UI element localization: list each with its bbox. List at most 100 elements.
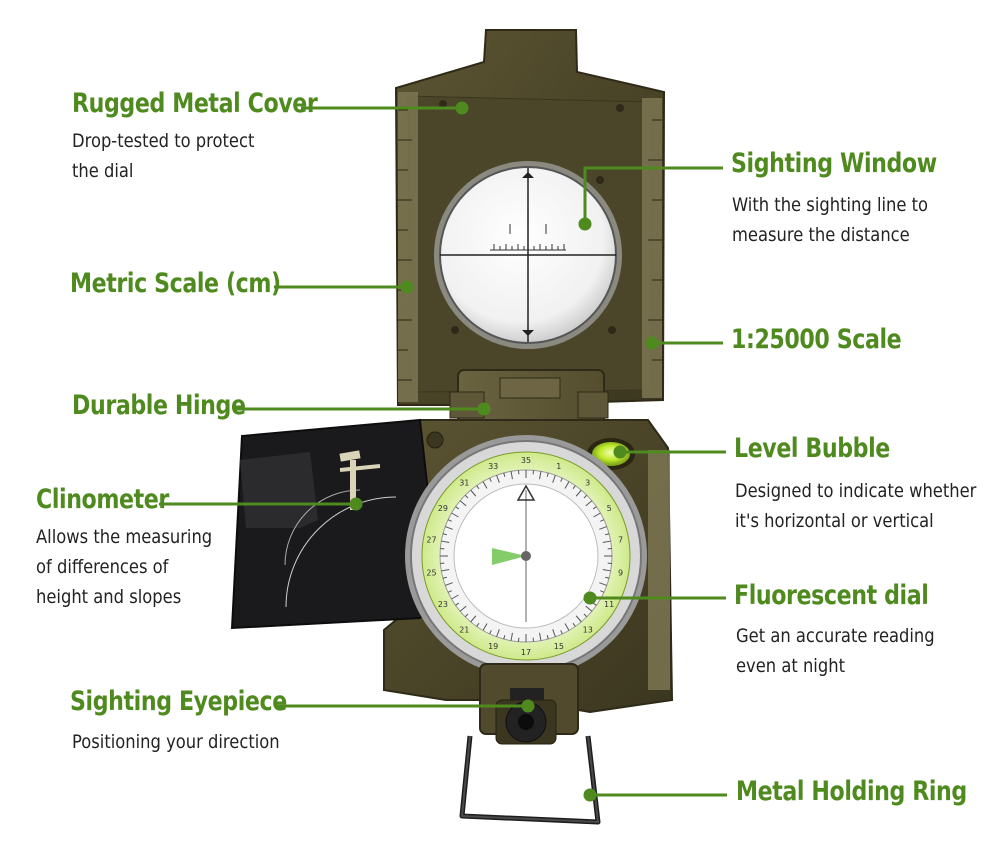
dial-tick [552,475,556,483]
sighting-window-desc-1: With the sighting line to [732,194,929,216]
dial-number: 25 [426,569,436,578]
dial-number: 19 [488,642,498,651]
dial-tick [459,500,467,507]
dial-number: 17 [521,648,531,657]
dial-tick [552,629,556,637]
dial-number: 5 [607,504,612,513]
dial-tick [583,613,588,618]
level-bubble-desc-2: it's horizontal or vertical [735,510,934,532]
clinometer-desc-2: of differences of [36,556,169,578]
dial-tick [455,602,460,606]
dial-tick [445,526,453,530]
dial-tick [451,594,459,600]
clinometer [230,418,442,630]
dial-number: 7 [618,535,623,544]
dial-tick [482,481,488,489]
dial-number: 29 [438,504,448,513]
sighting-eyepiece-title: Sighting Eyepiece [70,686,287,717]
dial-tick [599,526,607,530]
dial-tick [503,472,506,477]
clinometer-desc-1: Allows the measuring [36,526,213,548]
fluorescent-dial-desc-1: Get an accurate reading [736,625,935,647]
metric-scale-title: Metric Scale (cm) [70,268,281,299]
clinometer-desc-3: height and slopes [36,586,182,608]
dial-tick [447,519,452,522]
dial-tick [447,590,452,593]
scale-25000-title: 1:25000 Scale [731,324,902,355]
dial-tick [539,632,542,641]
rugged-cover-desc-2: the dial [72,160,134,182]
sighting-window [434,161,622,349]
level-bubble-desc-1: Designed to indicate whether [735,480,977,502]
dial-number: 1 [556,462,561,471]
dial-tick [564,481,570,489]
dial-tick [496,475,500,483]
dial-tick [575,615,582,623]
dial-tick [489,477,492,482]
dial-tick [599,582,607,586]
level-bubble-title: Level Bubble [734,433,890,464]
dial-number: 15 [554,642,564,651]
dial-tick [441,569,450,572]
fluorescent-dial-desc-2: even at night [736,655,845,677]
dial-tick [592,602,597,606]
dial-tick [470,615,477,623]
dial-tick [464,613,469,618]
fluorescent-dial-title: Fluorescent dial [734,580,929,611]
dial-tick [470,489,477,497]
dial-tick [585,500,593,507]
sighting-window-title: Sighting Window [731,148,937,179]
dial-tick [539,471,542,480]
sighting-window-desc-2: measure the distance [732,224,910,246]
dial-tick [546,635,549,640]
dial-tick [451,512,459,518]
dial-tick [593,512,601,518]
rugged-cover-title: Rugged Metal Cover [72,88,318,119]
durable-hinge-title: Durable Hinge [72,390,246,421]
dial-tick [464,494,469,499]
sighting-eyepiece [479,663,579,745]
dial-number: 21 [459,626,469,635]
dial-number: 33 [488,462,498,471]
dial-tick [572,485,576,490]
dial-tick [489,630,492,635]
dial-tick [445,582,453,586]
dial-tick [583,494,588,499]
dial-number: 35 [521,456,531,465]
dial-tick [592,506,597,510]
dial-tick [602,540,611,543]
holding-ring-title: Metal Holding Ring [736,776,967,807]
dial-tick [605,533,610,536]
dial-number: 11 [604,600,614,609]
dial-tick [602,569,611,572]
dial-tick [605,576,610,579]
dial-tick [442,533,447,536]
dial-tick [600,519,605,522]
dial-number: 13 [583,626,593,635]
sighting-eyepiece-desc: Positioning your direction [72,731,280,753]
metal-holding-ring [459,735,601,825]
dial-tick [476,622,480,627]
rugged-cover-desc-1: Drop-tested to protect [72,130,255,152]
dial-tick [585,605,593,612]
dial-tick [442,576,447,579]
dial-tick [575,489,582,497]
dial-number: 9 [618,569,623,578]
dial-tick [476,485,480,490]
connector-lines [159,101,727,802]
dial-tick [496,629,500,637]
dial-tick [482,623,488,631]
dial-tick [503,635,506,640]
dial-number: 31 [459,478,469,487]
dial-tick [441,540,450,543]
dial-number: 27 [426,535,436,544]
dial-tick [510,471,513,480]
durable-hinge [449,369,609,425]
dial-tick [510,632,513,641]
dial-number: 3 [585,478,590,487]
dial-tick [564,623,570,631]
dial-tick [572,622,576,627]
dial-tick [459,605,467,612]
